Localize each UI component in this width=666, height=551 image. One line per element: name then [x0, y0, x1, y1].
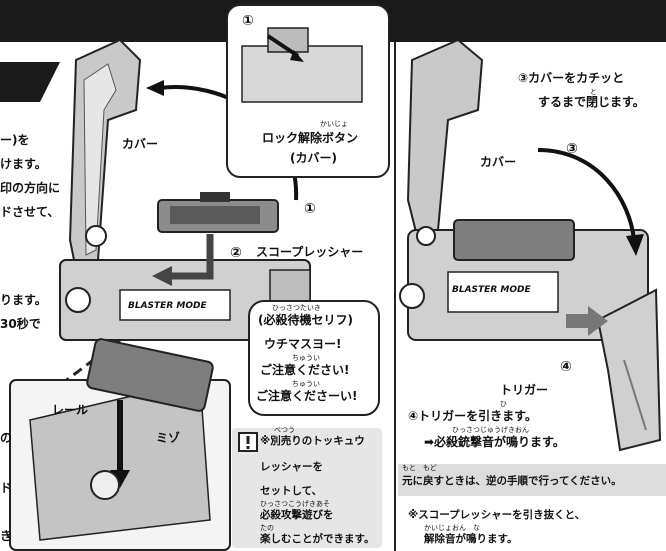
lock-label-sub: (カバー): [290, 151, 337, 165]
step4-marker: ④: [560, 359, 572, 375]
right-cover-label: カバー: [480, 155, 517, 169]
step1-marker: ①: [304, 201, 316, 217]
lock-label-main: ロック解除ボタン: [262, 131, 359, 145]
remove-ruby: かいじょおん な: [424, 524, 480, 532]
trigger-label: トリガー: [500, 383, 549, 397]
intro-line-4: ドさせて、: [0, 205, 60, 219]
rail-label: レール: [52, 403, 89, 417]
intro-line-2: けます。: [0, 157, 47, 171]
left-product-text: BLASTER MODE: [128, 301, 207, 311]
groove-label: ミゾ: [156, 431, 181, 445]
note-ruby-attack: ひっさつこうげきあそ: [260, 500, 330, 508]
lock-release-detail: [241, 27, 363, 103]
lock-release-callout: ① かいじょ ロック解除ボタン (カバー): [226, 4, 390, 178]
step4-ruby: ひ: [500, 400, 507, 408]
result-ruby: ひっさつじゅうげきおん: [452, 426, 529, 434]
low-line-1: の: [0, 431, 13, 445]
left-cover-label: カバー: [122, 137, 159, 151]
triangle-icon: [0, 62, 60, 102]
mid-line-1: ります。: [0, 293, 47, 307]
step3-line-1: ③カバーをカチッと: [518, 71, 625, 85]
lock-ruby: かいじょ: [320, 120, 348, 128]
right-device-illustration: [399, 38, 662, 452]
note-ruby-top: べつう: [274, 426, 295, 434]
scope-label: スコープレッシャー: [256, 245, 364, 259]
lock-step-number: ①: [242, 13, 254, 29]
result-line: ➡必殺銃撃音が鳴ります。: [424, 435, 565, 449]
note-line-4: 必殺攻撃遊びを: [260, 509, 334, 521]
note-line-5: 楽しむことができます。: [260, 533, 375, 545]
step3-ruby: と: [590, 88, 597, 96]
panel-divider: [394, 42, 396, 551]
speech-line-3: ご注意ください!: [260, 363, 350, 377]
speech-ruby-4: ちゅうい: [292, 380, 320, 388]
note-ruby-fun: たの: [260, 524, 274, 532]
exclamation-icon: [238, 432, 258, 452]
right-product-text: BLASTER MODE: [452, 285, 531, 295]
speech-bubble: ひっさつたいき (必殺待機セリフ) ウチマスヨー! ちゅうい ご注意ください! …: [248, 300, 380, 416]
note-box: べつう ※別売りのトッキュウ レッシャーを セットして、 ひっさつこうげきあそ …: [232, 426, 382, 548]
intro-line-3: 印の方向に: [0, 181, 61, 195]
remove-line-2: 解除音が鳴ります。: [424, 533, 518, 545]
step3-line-2: するまで閉じます。: [538, 95, 645, 109]
note-line-2: レッシャーを: [260, 461, 323, 473]
step2-marker: ②: [230, 245, 242, 261]
intro-line-1: ー)を: [0, 133, 30, 147]
step3-marker: ③: [566, 141, 578, 157]
restore-box: もと もど 元に戻すときは、逆の手順で行ってください。: [398, 464, 666, 496]
bottom-mark: き: [0, 529, 13, 543]
restore-ruby: もと もど: [402, 464, 437, 472]
left-device-illustration: [9, 38, 311, 551]
restore-text: 元に戻すときは、逆の手順で行ってください。: [402, 475, 622, 487]
speech-line-2: ウチマスヨー!: [264, 337, 342, 351]
step4-line: ④トリガーを引きます。: [408, 409, 537, 423]
note-line-1: ※別売りのトッキュウ: [260, 435, 365, 447]
remove-line-1: ※スコープレッシャーを引き抜くと、: [408, 509, 586, 521]
mid-line-2: 30秒で: [0, 317, 41, 331]
speech-line-1: (必殺待機セリフ): [258, 313, 353, 327]
note-line-3: セットして、: [260, 485, 323, 497]
speech-ruby-3: ちゅうい: [292, 354, 320, 362]
speech-line-4: ご注意くださーい!: [256, 389, 358, 403]
low-line-2: ド: [0, 481, 13, 495]
speech-ruby-1: ひっさつたいき: [272, 304, 321, 312]
